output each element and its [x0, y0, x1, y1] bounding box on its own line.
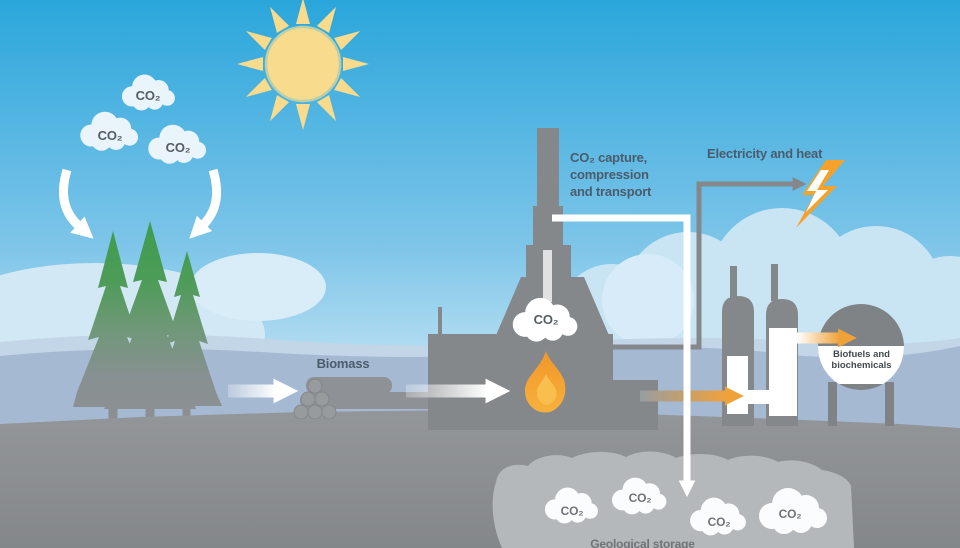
biofuels-label: Biofuels and biochemicals: [819, 349, 904, 371]
storage-co2-label: CO₂: [778, 507, 802, 521]
co2-pipe: [552, 214, 696, 498]
biofuels-line-2: biochemicals: [831, 360, 892, 371]
flue-steam: [543, 250, 552, 302]
storage-co2-label: CO₂: [628, 491, 652, 505]
co2-cloud-label: CO₂: [135, 88, 161, 103]
co2-capture-line-1: CO₂ capture,: [570, 150, 648, 165]
co2-absorb-arrow-left: [58, 168, 94, 239]
power-plant: [428, 128, 658, 430]
co2-capture-label: CO₂ capture, compression and transport: [570, 149, 700, 200]
flue-co2-label: CO₂: [533, 312, 559, 327]
biomass-label: Biomass: [316, 356, 370, 371]
co2-capture-line-3: and transport: [570, 184, 652, 199]
electricity-line: [613, 177, 807, 350]
co2-capture-line-2: compression: [570, 167, 649, 182]
co2-absorb-arrow-right: [189, 168, 222, 239]
biofuels-line-1: Biofuels and: [832, 349, 890, 360]
co2-cloud-label: CO₂: [97, 128, 123, 143]
flame-inner: [536, 374, 557, 405]
storage-co2-label: CO₂: [560, 504, 584, 518]
co2-cloud-label: CO₂: [165, 140, 191, 155]
sun-icon: [237, 0, 369, 130]
electricity-heat-label: Electricity and heat: [707, 146, 823, 161]
storage-tank: [818, 304, 904, 426]
lightning-bolt-icon: [796, 160, 845, 228]
storage-co2-label: CO₂: [707, 515, 731, 529]
tree-icon: [73, 221, 222, 426]
geological-storage-label: Geological storage: [590, 537, 695, 548]
